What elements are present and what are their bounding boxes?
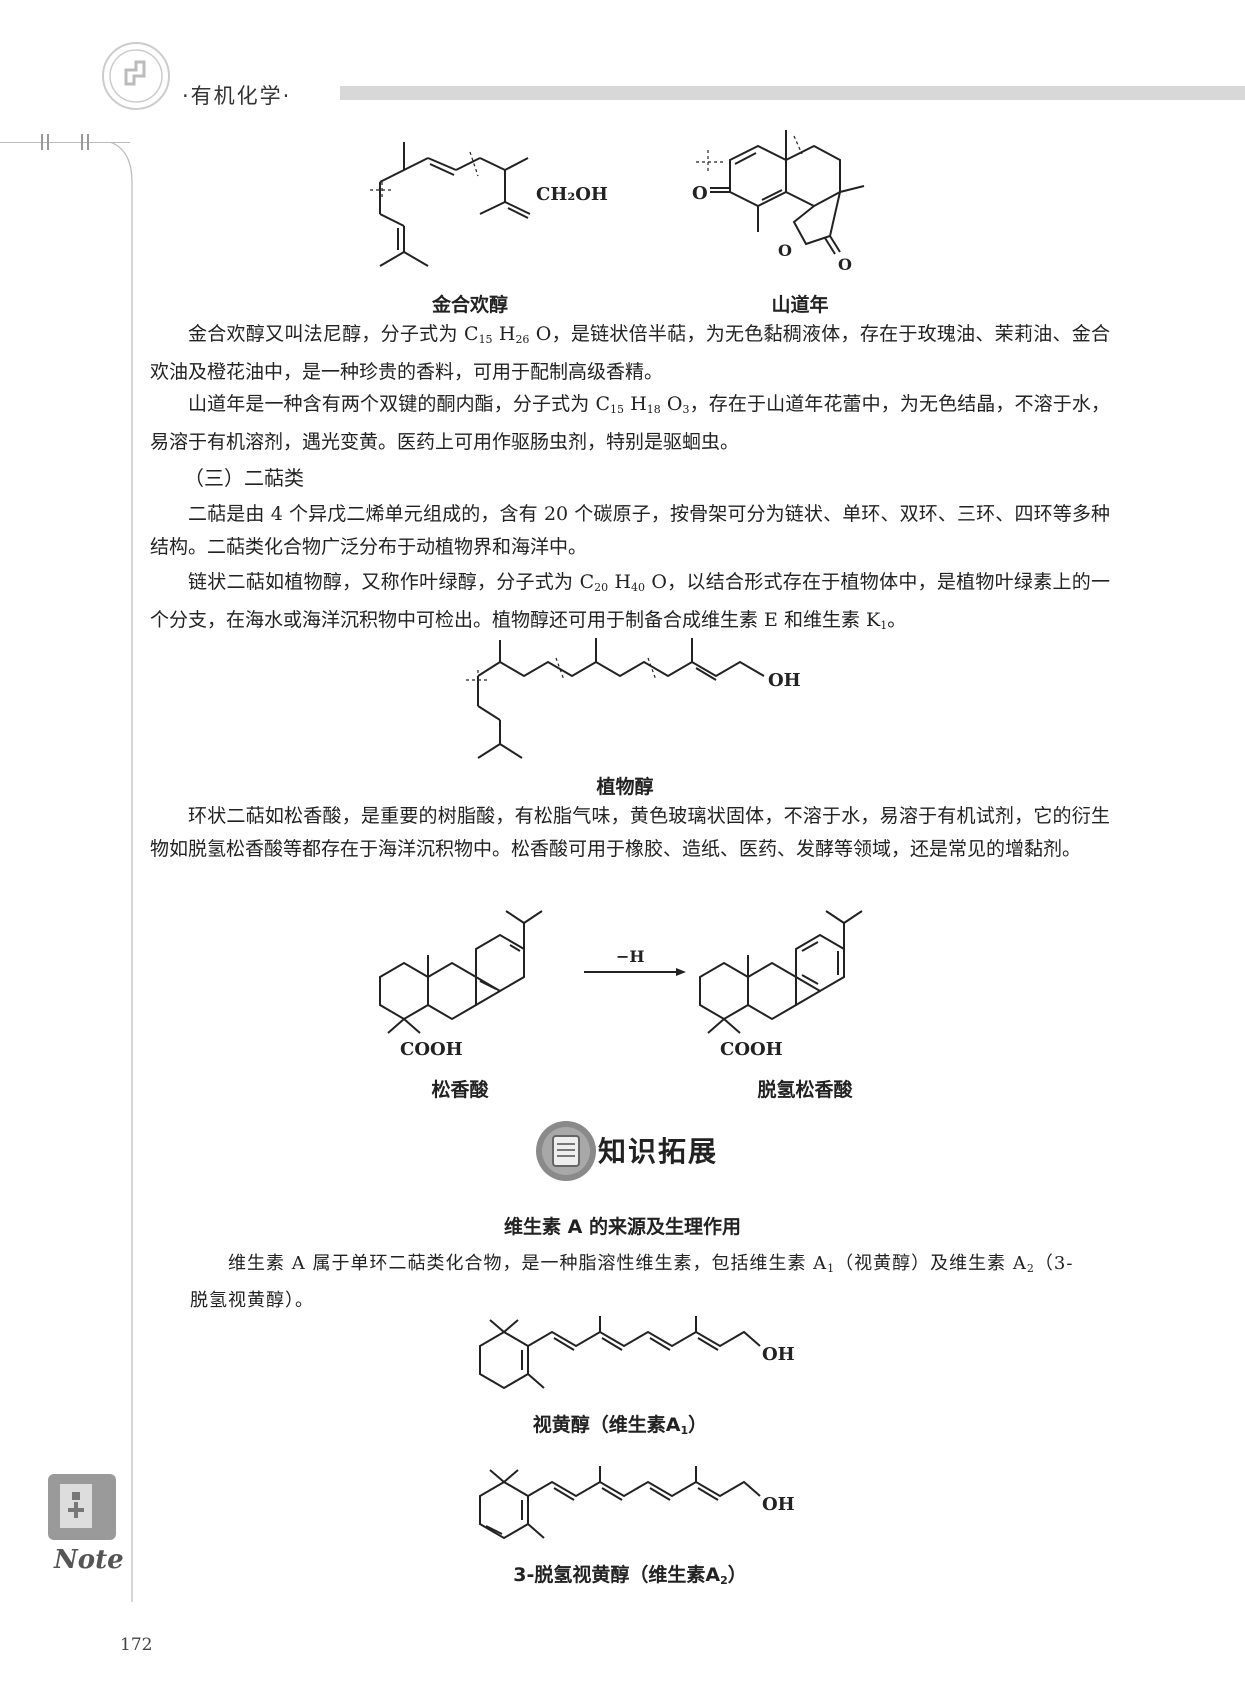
retinol-oh: OH <box>762 1344 795 1365</box>
farnesol-label: 金合欢醇 <box>431 294 508 316</box>
reaction-arrow: −H <box>580 944 690 988</box>
page-number: 172 <box>120 1635 153 1655</box>
dehydroabietic-structure: COOH <box>690 905 890 1065</box>
farnesol-structure: CH₂OH <box>360 132 620 282</box>
svg-text:−H: −H <box>616 947 645 966</box>
side-rule <box>0 142 130 143</box>
santonin-label: 山道年 <box>771 294 829 316</box>
abietic-label: 松香酸 <box>431 1079 489 1101</box>
retinol-structure: OH <box>460 1316 800 1416</box>
phytol-structure: OH <box>460 632 800 762</box>
lactone-o: O <box>778 241 792 260</box>
header-title: ·有机化学· <box>182 84 292 108</box>
ketone-o: O <box>692 183 708 204</box>
knowledge-icon <box>535 1120 597 1186</box>
paragraph-diterpene: 二萜是由 4 个异戊二烯单元组成的，含有 20 个碳原子，按骨架可分为链状、单环… <box>150 503 1110 558</box>
knowledge-heading: 知识拓展 <box>598 1135 719 1168</box>
dehydroabietic-cooh: COOH <box>720 1039 783 1060</box>
vitamin-a-paragraph: 维生素 A 属于单环二萜类化合物，是一种脂溶性维生素，包括维生素 A1（视黄醇）… <box>190 1253 1074 1311</box>
header-bar <box>340 86 1245 100</box>
dehydroretinol-structure: OH <box>460 1466 800 1566</box>
abietic-cooh: COOH <box>400 1039 463 1060</box>
dehydroretinol-label: 3-脱氢视黄醇（维生素A2） <box>513 1564 747 1587</box>
section-heading: （三）二萜类 <box>184 466 304 490</box>
dehydroabietic-label: 脱氢松香酸 <box>757 1079 853 1101</box>
ch2oh-group: CH₂OH <box>536 184 608 205</box>
carbonyl-o: O <box>838 255 852 270</box>
phytol-label: 植物醇 <box>596 776 654 798</box>
paragraph-phytol: 链状二萜如植物醇，又称作叶绿醇，分子式为 C20 H40 O，以结合形式存在于植… <box>150 571 1110 632</box>
note-label: Note <box>54 1545 124 1575</box>
paragraph-farnesol: 金合欢醇又叫法尼醇，分子式为 C15 H26 O，是链状倍半萜，为无色黏稠液体，… <box>150 323 1111 383</box>
vitamin-a-title: 维生素 A 的来源及生理作用 <box>504 1216 741 1238</box>
retinol-label: 视黄醇（维生素A1） <box>532 1414 708 1437</box>
phytol-oh: OH <box>768 670 800 691</box>
paragraph-santonin: 山道年是一种含有两个双键的酮内酯，分子式为 C15 H18 O3，存在于山道年花… <box>150 393 1110 453</box>
margin-curve <box>109 141 140 1606</box>
abietic-structure: COOH <box>370 905 570 1065</box>
header-logo-icon <box>100 40 172 116</box>
side-marks-icon <box>38 134 98 156</box>
dehydroretinol-oh: OH <box>762 1494 795 1515</box>
paragraph-abietic: 环状二萜如松香酸，是重要的树脂酸，有松脂气味，黄色玻璃状固体，不溶于水，易溶于有… <box>150 805 1110 860</box>
santonin-structure: O O O <box>690 120 880 270</box>
note-pad-icon <box>46 1472 118 1546</box>
